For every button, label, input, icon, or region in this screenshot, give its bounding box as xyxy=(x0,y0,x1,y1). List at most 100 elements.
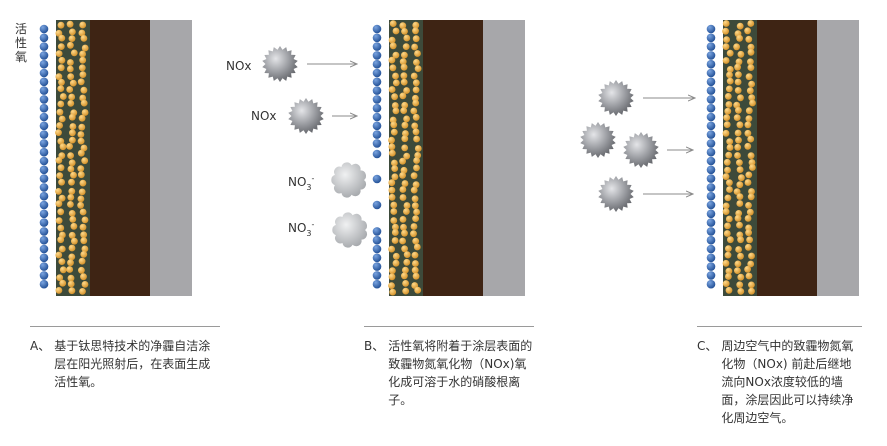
catalyst-particle xyxy=(724,166,731,174)
catalyst-particle xyxy=(58,115,66,123)
nox-label: NOx xyxy=(226,59,252,73)
catalyst-particle xyxy=(57,137,65,145)
caption-b: B、 活性氧将附着于涂层表面的致霾物氮氧化物（NOx)氧化成可溶于水的硝酸根离子… xyxy=(364,326,534,409)
catalyst-particle xyxy=(414,65,422,72)
active-oxygen-dot xyxy=(372,121,382,131)
catalyst-particle xyxy=(411,43,418,51)
catalyst-particle xyxy=(388,186,396,194)
active-oxygen-dot xyxy=(372,42,382,51)
catalyst-particle xyxy=(744,265,751,273)
catalyst-particle xyxy=(722,280,730,287)
catalyst-particle xyxy=(725,151,733,159)
catalyst-particle xyxy=(58,194,66,202)
catalyst-particle xyxy=(67,152,74,160)
catalyst-particle xyxy=(391,229,399,236)
active-oxygen-dot xyxy=(372,235,382,245)
active-oxygen-dot xyxy=(39,51,49,60)
active-oxygen-dot xyxy=(39,59,49,69)
catalyst-particle xyxy=(412,21,420,29)
catalyst-particle xyxy=(399,92,407,100)
catalyst-particle xyxy=(69,216,77,223)
catalyst-particle xyxy=(77,78,85,86)
catalyst-particle xyxy=(80,86,88,94)
catalyst-particle xyxy=(388,245,395,253)
catalyst-particle xyxy=(737,288,745,295)
catalyst-particle xyxy=(748,281,755,289)
catalyst-particle xyxy=(735,136,742,144)
catalyst-particle xyxy=(67,201,74,208)
catalyst-particle xyxy=(77,171,85,179)
catalyst-particle xyxy=(734,87,742,94)
catalyst-particle xyxy=(58,78,65,86)
active-oxygen-dot xyxy=(39,147,49,157)
catalyst-particle xyxy=(736,193,744,201)
catalyst-particle xyxy=(722,20,730,27)
active-oxygen-dot xyxy=(39,86,49,95)
catalyst-particle xyxy=(747,260,755,268)
catalyst-particle xyxy=(724,107,732,115)
catalyst-particle xyxy=(70,222,78,230)
catalyst-particle xyxy=(734,260,742,268)
catalyst-particle xyxy=(724,194,732,202)
catalyst-particle xyxy=(744,142,752,150)
catalyst-particle xyxy=(726,71,733,79)
catalyst-particle xyxy=(67,259,74,267)
catalyst-particle xyxy=(744,179,752,186)
catalyst-particle xyxy=(745,115,753,122)
catalyst-particle xyxy=(77,131,85,138)
catalyst-particle xyxy=(722,27,729,35)
catalyst-particle xyxy=(57,236,65,244)
catalyst-particle xyxy=(388,282,395,289)
active-oxygen-dot xyxy=(372,103,382,113)
catalyst-particle xyxy=(402,43,410,50)
nox-molecule xyxy=(580,122,616,158)
catalyst-particle xyxy=(733,188,741,196)
catalyst-particle xyxy=(736,281,744,289)
active-oxygen-dot xyxy=(706,253,716,263)
catalyst-particle xyxy=(399,237,406,245)
catalyst-particle xyxy=(55,73,63,81)
active-oxygen-dot xyxy=(706,235,716,245)
active-oxygen-dot xyxy=(372,139,382,148)
catalyst-particle xyxy=(412,128,420,136)
catalyst-particle xyxy=(81,44,89,52)
catalyst-particle xyxy=(390,208,398,215)
catalyst-particle xyxy=(412,272,420,280)
catalyst-particle xyxy=(401,51,408,59)
catalyst-particle xyxy=(737,94,744,102)
catalyst-particle xyxy=(412,27,419,35)
catalyst-particle xyxy=(736,121,744,129)
catalyst-particle xyxy=(403,115,410,123)
catalyst-particle xyxy=(725,215,733,223)
catalyst-particle xyxy=(726,186,733,193)
caption-divider xyxy=(364,326,534,327)
catalyst-particle xyxy=(725,85,733,93)
active-oxygen-dot xyxy=(39,235,49,245)
catalyst-particle xyxy=(67,100,75,107)
catalyst-particle xyxy=(726,66,734,73)
nitrate-label: NO3- xyxy=(288,220,315,238)
catalyst-particle xyxy=(722,129,730,137)
active-oxygen-dot xyxy=(372,86,382,95)
catalyst-particle xyxy=(725,245,732,253)
active-oxygen-dot xyxy=(39,139,49,148)
active-oxygen-dot xyxy=(706,262,716,271)
active-oxygen-dot xyxy=(39,271,49,280)
active-oxygen-dot xyxy=(706,191,716,201)
catalyst-particle xyxy=(745,272,753,280)
catalyst-particle xyxy=(722,208,730,216)
catalyst-particle xyxy=(68,159,76,167)
catalyst-particle xyxy=(67,59,74,66)
active-oxygen-dot xyxy=(706,68,716,78)
catalyst-particle xyxy=(79,56,87,64)
active-oxygen-dot xyxy=(372,112,382,122)
catalyst-particle xyxy=(388,36,396,44)
catalyst-particle xyxy=(388,273,396,281)
catalyst-particle xyxy=(735,71,742,78)
catalyst-particle xyxy=(723,121,731,128)
catalyst-particle xyxy=(748,80,755,88)
active-oxygen-dot xyxy=(706,51,716,60)
catalyst-particle xyxy=(67,41,74,49)
wall-substrate xyxy=(90,20,150,296)
active-oxygen-dot xyxy=(39,183,49,192)
